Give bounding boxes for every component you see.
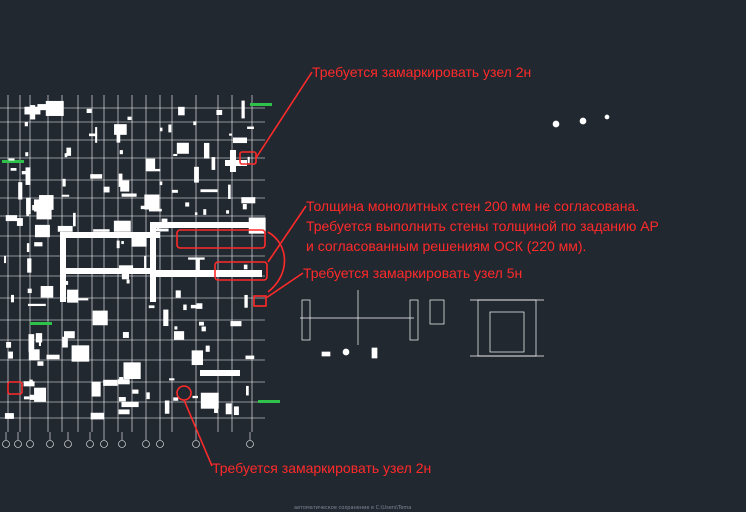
annotation-wall-thickness-line-1: Толщина монолитных стен 200 мм не соглас…: [306, 198, 640, 214]
annotation-mark-node-5n: Требуется замаркировать узел 5н: [303, 265, 523, 281]
status-bar-autosave: автоматическое сохранение в C:\Users\Tem…: [294, 505, 412, 511]
detail-views: [300, 114, 610, 359]
red-markup-layer: [7, 71, 313, 467]
annotation-mark-node-2n-bottom: Требуется замаркировать узел 2н: [212, 460, 432, 476]
wall-elements: [4, 100, 266, 420]
annotation-wall-thickness-line-2: Требуется выполнить стены толщиной по за…: [306, 218, 659, 234]
annotation-mark-node-2n-top: Требуется замаркировать узел 2н: [312, 64, 532, 80]
annotation-wall-thickness: Толщина монолитных стен 200 мм не соглас…: [306, 196, 659, 256]
annotation-wall-thickness-line-3: и согласованным решениям ОСК (220 мм).: [306, 238, 587, 254]
